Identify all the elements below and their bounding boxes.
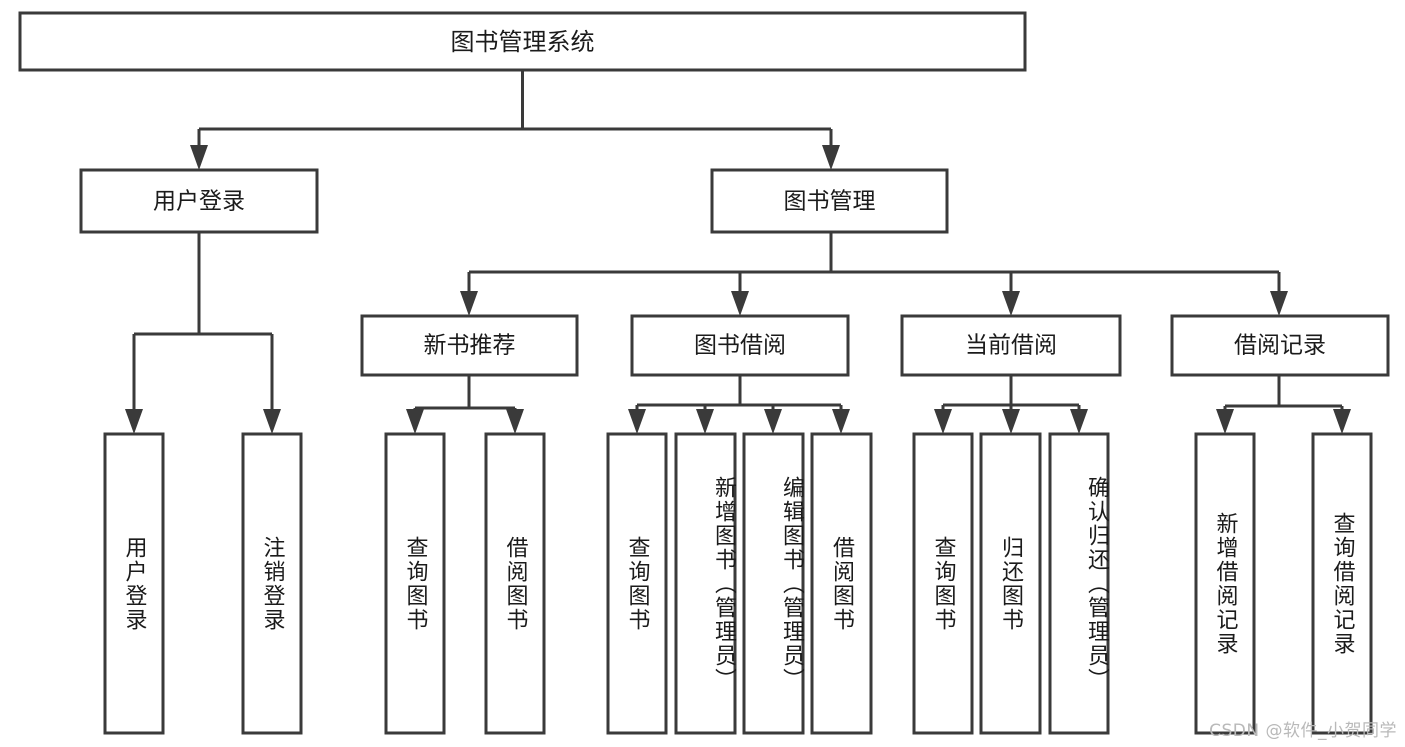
connector-group-book-borrow-to-leaves bbox=[628, 375, 850, 434]
arrowhead-new-book-rec bbox=[460, 291, 478, 316]
node-leaf-query-book-2-box[interactable] bbox=[606, 432, 668, 735]
node-root-box[interactable] bbox=[18, 11, 1027, 72]
arrowhead-book-manage bbox=[822, 145, 840, 170]
node-leaf-borrow-book-1-box[interactable] bbox=[484, 432, 546, 735]
node-current-borrow[interactable]: 当前借阅 bbox=[900, 314, 1122, 377]
connector-group-borrow-record-to-leaves bbox=[1216, 375, 1351, 434]
node-user-login[interactable]: 用户登录 bbox=[79, 168, 319, 234]
arrowhead-leaf-add-record bbox=[1216, 409, 1234, 434]
node-book-manage[interactable]: 图书管理 bbox=[710, 168, 949, 234]
arrowhead-borrow-record bbox=[1270, 291, 1288, 316]
arrowhead-leaf-query-book-1 bbox=[406, 409, 424, 434]
node-new-book-rec-label: 新书推荐 bbox=[424, 333, 516, 359]
arrowhead-user-login bbox=[190, 145, 208, 170]
connector-group-new-book-rec-to-leaves bbox=[406, 375, 524, 434]
connector-group-user-login-to-leaves bbox=[125, 232, 281, 434]
node-root-label: 图书管理系统 bbox=[451, 28, 595, 56]
node-root[interactable]: 图书管理系统 bbox=[18, 11, 1027, 72]
leaf-boxes-group bbox=[103, 432, 1373, 735]
arrowhead-leaf-borrow-book-1 bbox=[506, 409, 524, 434]
arrowhead-leaf-confirm-return bbox=[1070, 409, 1088, 434]
node-book-manage-label: 图书管理 bbox=[784, 189, 876, 215]
node-leaf-confirm-return-box[interactable] bbox=[1048, 432, 1110, 735]
arrowhead-leaf-logout bbox=[263, 409, 281, 434]
arrowhead-leaf-borrow-book-2 bbox=[832, 409, 850, 434]
arrowhead-leaf-query-book-3 bbox=[934, 409, 952, 434]
node-leaf-borrow-book-2-box[interactable] bbox=[810, 432, 873, 735]
node-book-borrow[interactable]: 图书借阅 bbox=[630, 314, 850, 377]
node-user-login-box[interactable] bbox=[79, 168, 319, 234]
arrowhead-leaf-add-book bbox=[696, 409, 714, 434]
arrowhead-leaf-edit-book bbox=[764, 409, 782, 434]
node-leaf-return-book-box[interactable] bbox=[979, 432, 1042, 735]
connector-group-current-borrow-to-leaves bbox=[934, 375, 1088, 434]
node-new-book-rec[interactable]: 新书推荐 bbox=[360, 314, 579, 377]
node-book-manage-box[interactable] bbox=[710, 168, 949, 234]
node-borrow-record[interactable]: 借阅记录 bbox=[1170, 314, 1390, 377]
arrowhead-leaf-query-book-2 bbox=[628, 409, 646, 434]
node-book-borrow-label: 图书借阅 bbox=[694, 333, 786, 359]
node-current-borrow-label: 当前借阅 bbox=[965, 333, 1057, 359]
node-leaf-query-book-1-box[interactable] bbox=[384, 432, 446, 735]
arrowhead-leaf-user-login bbox=[125, 409, 143, 434]
connector-group-book-manage-to-level2 bbox=[460, 232, 1288, 316]
node-new-book-rec-box[interactable] bbox=[360, 314, 579, 377]
node-leaf-add-book-box[interactable] bbox=[674, 432, 737, 735]
arrowhead-book-borrow bbox=[731, 291, 749, 316]
arrowhead-leaf-return-book bbox=[1002, 409, 1020, 434]
csdn-watermark: CSDN @软件_小贺同学 bbox=[1209, 721, 1397, 741]
node-user-login-label: 用户登录 bbox=[153, 189, 245, 215]
node-book-borrow-box[interactable] bbox=[630, 314, 850, 377]
connector-group-root-to-level1 bbox=[190, 70, 840, 170]
node-leaf-user-login-box[interactable] bbox=[103, 432, 165, 735]
arrowhead-current-borrow bbox=[1002, 291, 1020, 316]
node-leaf-logout-box[interactable] bbox=[241, 432, 303, 735]
node-borrow-record-box[interactable] bbox=[1170, 314, 1390, 377]
node-leaf-add-record-box[interactable] bbox=[1194, 432, 1256, 735]
arrowhead-leaf-query-record bbox=[1333, 409, 1351, 434]
node-leaf-query-book-3-box[interactable] bbox=[912, 432, 974, 735]
node-borrow-record-label: 借阅记录 bbox=[1234, 333, 1326, 359]
node-leaf-edit-book-box[interactable] bbox=[742, 432, 805, 735]
node-leaf-query-record-box[interactable] bbox=[1311, 432, 1373, 735]
node-current-borrow-box[interactable] bbox=[900, 314, 1122, 377]
